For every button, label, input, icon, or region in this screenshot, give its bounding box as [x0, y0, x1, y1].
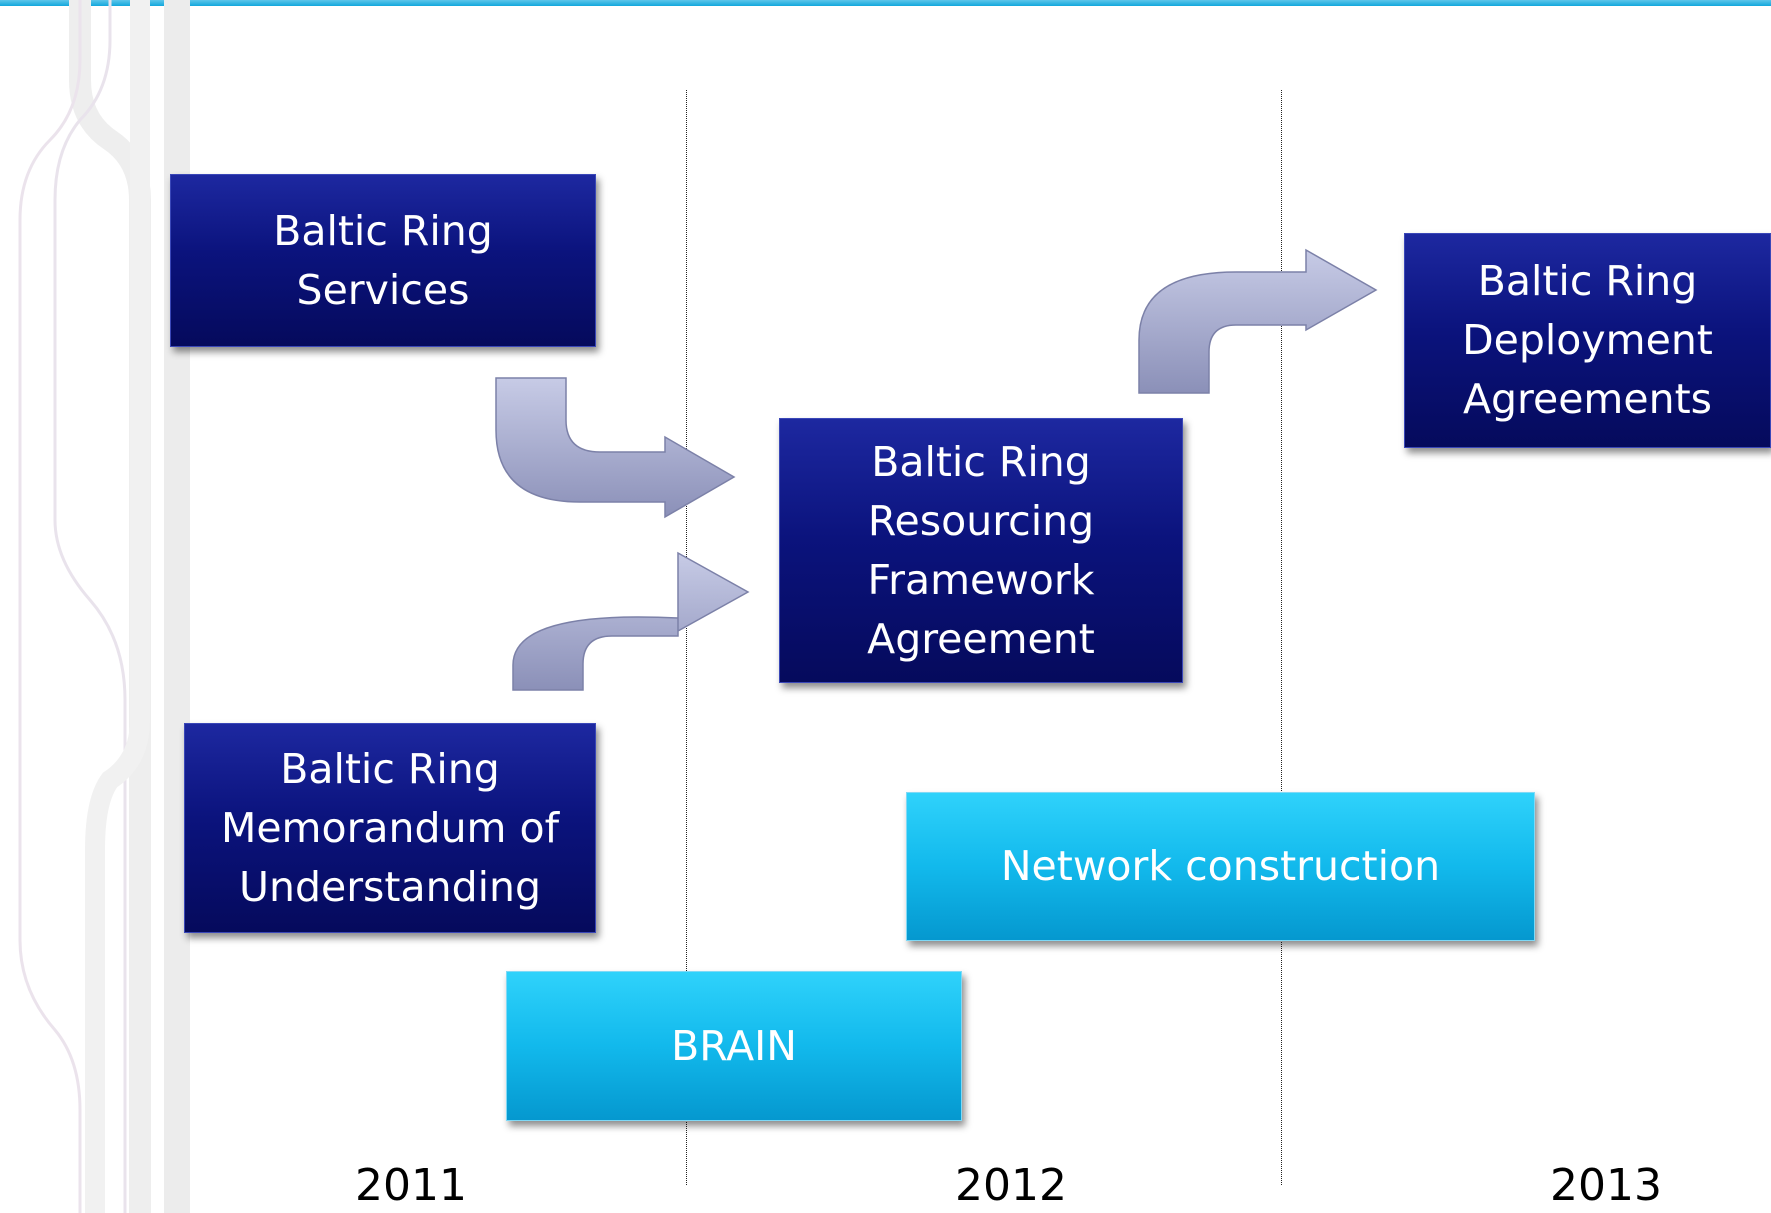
- brain-box: BRAIN: [506, 971, 962, 1121]
- year-label-2011: 2011: [355, 1160, 467, 1211]
- arrow-mou-to-resourcing: [512, 551, 750, 691]
- left-decoration: [18, 0, 190, 1213]
- year-label-2012: 2012: [955, 1160, 1067, 1211]
- baltic-ring-services-box: Baltic Ring Services: [170, 174, 596, 347]
- arrow-resourcing-to-deployment: [1138, 248, 1378, 394]
- baltic-ring-resourcing-box: Baltic Ring Resourcing Framework Agreeme…: [779, 418, 1183, 683]
- baltic-ring-mou-box: Baltic Ring Memorandum of Understanding: [184, 723, 596, 933]
- divider-2012-2013: [1281, 90, 1282, 1185]
- year-label-2013: 2013: [1550, 1160, 1662, 1211]
- baltic-ring-deployment-box: Baltic Ring Deployment Agreements: [1404, 233, 1771, 448]
- arrow-services-to-resourcing: [495, 377, 736, 519]
- divider-2011-2012: [686, 90, 687, 1185]
- top-accent-bar: [0, 0, 1771, 6]
- network-construction-box: Network construction: [906, 792, 1535, 941]
